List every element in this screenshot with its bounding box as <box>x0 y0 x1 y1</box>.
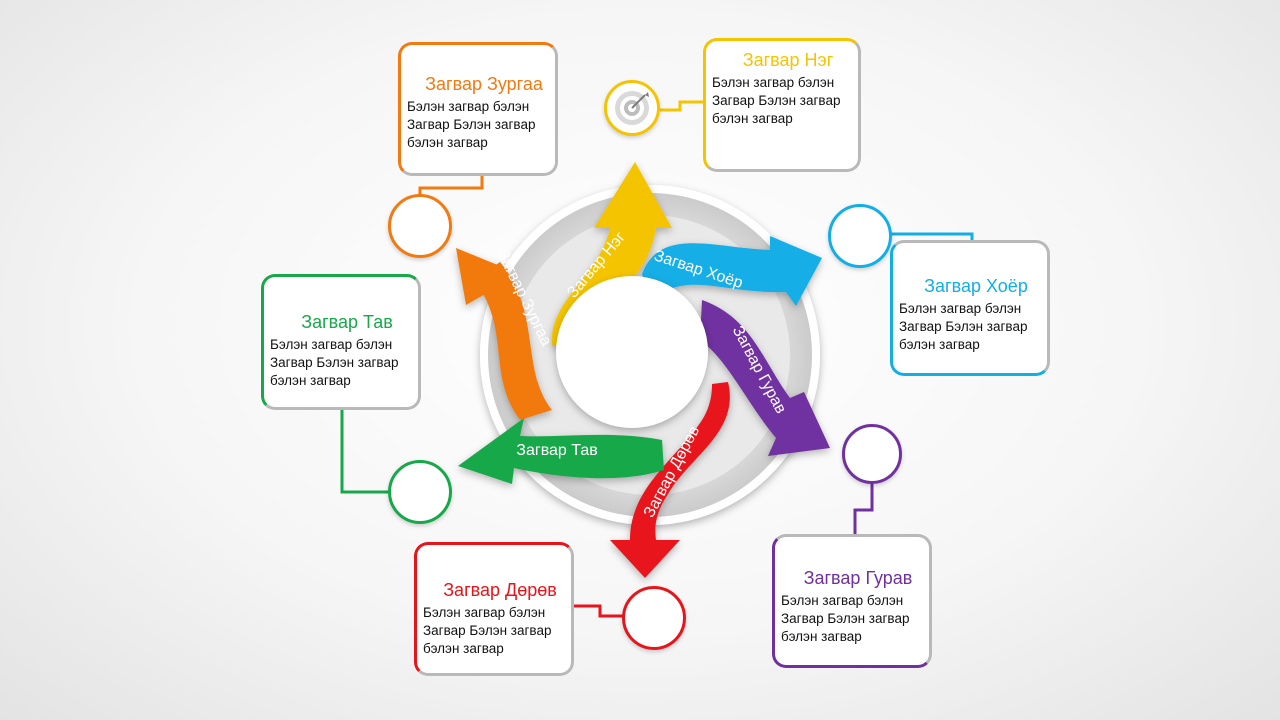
satellite-circle-six <box>388 194 452 258</box>
center-disc <box>556 276 708 428</box>
connector-lines <box>340 100 974 618</box>
arrow-three <box>700 300 830 456</box>
info-box-title: Загвар Тав <box>301 312 393 332</box>
connector-one <box>658 100 706 112</box>
satellite-circle-five <box>388 460 452 524</box>
connector-four <box>574 604 624 618</box>
arrow-six-body <box>474 262 552 420</box>
connector-two <box>890 232 974 242</box>
info-box-title: Загвар Хоёр <box>924 276 1028 296</box>
info-box-title: Загвар Гурав <box>803 568 913 588</box>
connector-three <box>853 482 874 536</box>
arrow-five <box>458 418 664 484</box>
arrow-label-five: Загвар Тав <box>516 442 597 459</box>
connector-six <box>418 176 484 196</box>
info-box-title: Загвар Дөрөв <box>443 580 557 600</box>
satellite-circle-four <box>622 586 686 650</box>
arrow-two <box>642 236 822 306</box>
satellite-circle-two <box>828 204 892 268</box>
info-box-title: Загвар Зургаа <box>425 74 543 94</box>
connector-five <box>340 408 390 494</box>
satellite-circle-one <box>604 80 660 136</box>
arrow-four <box>610 382 730 578</box>
satellite-circle-three <box>842 424 902 484</box>
info-box-title: Загвар Нэг <box>742 50 834 70</box>
target-icon <box>615 91 649 125</box>
